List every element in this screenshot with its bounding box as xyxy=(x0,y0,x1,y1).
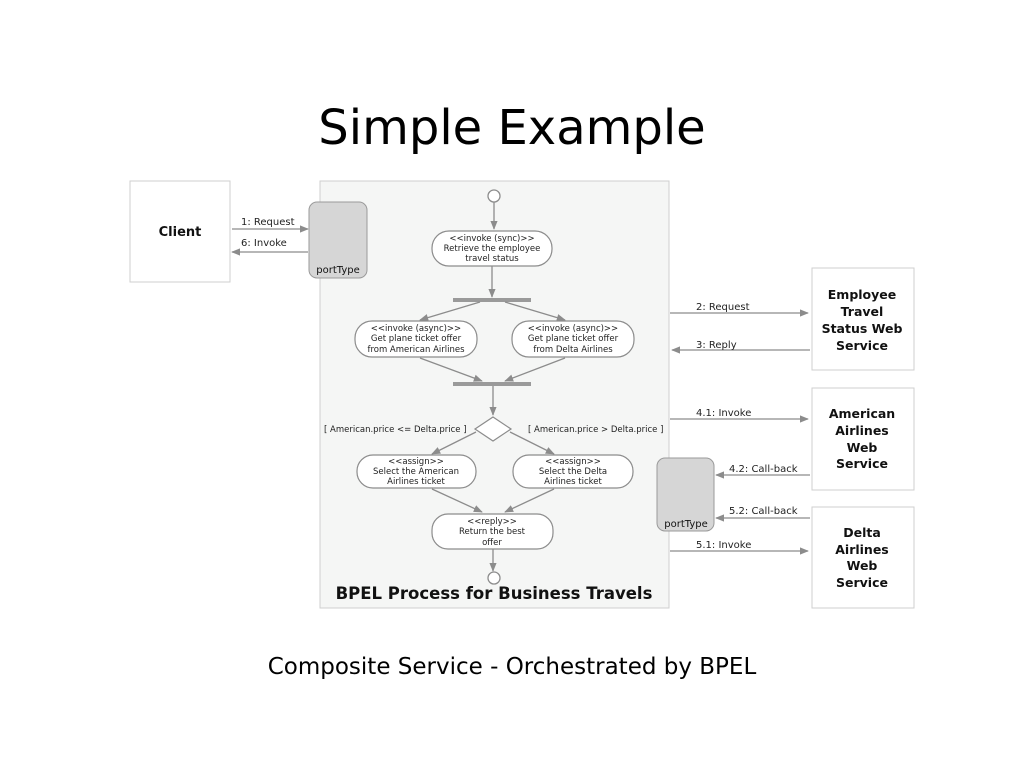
american-service-line1: American xyxy=(829,406,895,421)
activity-delta-offer xyxy=(511,320,635,358)
msg-3-label: 3: Reply xyxy=(696,340,737,351)
activity-american-offer xyxy=(354,320,478,358)
activity-american-line3: from American Airlines xyxy=(367,345,465,355)
reply-line3: offer xyxy=(482,538,502,548)
end-node xyxy=(487,571,501,585)
flow-delta-join xyxy=(504,357,566,382)
delta-service-line3: Web xyxy=(847,558,878,573)
reply-line2: Return the best xyxy=(459,527,526,537)
port-type-right-label: portType xyxy=(664,519,707,530)
port-type-left xyxy=(308,201,368,279)
american-service-box xyxy=(811,387,915,491)
msg-2-label: 2: Request xyxy=(696,302,750,313)
flow-american-join xyxy=(419,357,483,382)
port-type-right xyxy=(656,457,715,532)
reply-line1: <<reply>> xyxy=(467,517,517,527)
assign-delta-line3: Airlines ticket xyxy=(544,477,602,487)
port-type-left-label: portType xyxy=(316,265,359,276)
flow-fork-right xyxy=(504,301,566,322)
start-node xyxy=(487,189,501,203)
fork-bar xyxy=(453,298,531,302)
flow-decision-left xyxy=(431,431,477,455)
delta-service-line2: Airlines xyxy=(835,542,889,557)
process-title: BPEL Process for Business Travels xyxy=(336,584,653,603)
delta-service-box xyxy=(811,506,915,609)
activity-american-line1: <<invoke (async)>> xyxy=(371,324,461,334)
guard-left-label: [ American.price <= Delta.price ] xyxy=(324,425,467,435)
delta-service-line1: Delta xyxy=(843,525,881,540)
activity-retrieve-line1: <<invoke (sync)>> xyxy=(449,234,534,244)
assign-american-line2: Select the American xyxy=(373,467,459,477)
american-service-line3: Web xyxy=(847,440,878,455)
assign-delta xyxy=(512,454,634,489)
flow-fork-left xyxy=(419,301,481,322)
decision-diamond xyxy=(473,416,513,442)
flow-decision-right xyxy=(509,431,555,455)
activity-retrieve-line3: travel status xyxy=(465,254,519,264)
employee-service-line4: Service xyxy=(836,338,888,353)
american-service-line4: Service xyxy=(836,456,888,471)
msg-invoke-label: 6: Invoke xyxy=(241,238,287,249)
employee-service-line2: Travel xyxy=(841,304,884,319)
msg-52-label: 5.2: Call-back xyxy=(729,506,798,517)
delta-service-line4: Service xyxy=(836,575,888,590)
flow-assign-delta-reply xyxy=(504,488,555,513)
employee-service-box xyxy=(811,267,915,371)
activity-delta-line1: <<invoke (async)>> xyxy=(528,324,618,334)
slide-subtitle: Composite Service - Orchestrated by BPEL xyxy=(267,654,757,680)
msg-42-label: 4.2: Call-back xyxy=(729,464,798,475)
activity-delta-line2: Get plane ticket offer xyxy=(528,334,619,344)
assign-delta-line1: <<assign>> xyxy=(545,457,601,467)
activity-delta-line3: from Delta Airlines xyxy=(533,345,613,355)
flow-assign-american-reply xyxy=(431,488,483,513)
msg-41-label: 4.1: Invoke xyxy=(696,408,751,419)
guard-right-label: [ American.price > Delta.price ] xyxy=(528,425,663,435)
client-box xyxy=(129,180,231,283)
msg-51-label: 5.1: Invoke xyxy=(696,540,751,551)
activity-american-line2: Get plane ticket offer xyxy=(371,334,462,344)
client-label: Client xyxy=(159,225,202,240)
slide-title: Simple Example xyxy=(318,100,706,156)
assign-delta-line2: Select the Delta xyxy=(539,467,607,477)
msg-request-label: 1: Request xyxy=(241,217,295,228)
join-bar xyxy=(453,382,531,386)
employee-service-line3: Status Web xyxy=(822,321,903,336)
activity-retrieve-line2: Retrieve the employee xyxy=(444,244,541,254)
american-service-line2: Airlines xyxy=(835,423,889,438)
employee-service-line1: Employee xyxy=(828,287,897,302)
assign-american-line3: Airlines ticket xyxy=(387,477,445,487)
assign-american-line1: <<assign>> xyxy=(388,457,444,467)
assign-american xyxy=(356,454,477,489)
